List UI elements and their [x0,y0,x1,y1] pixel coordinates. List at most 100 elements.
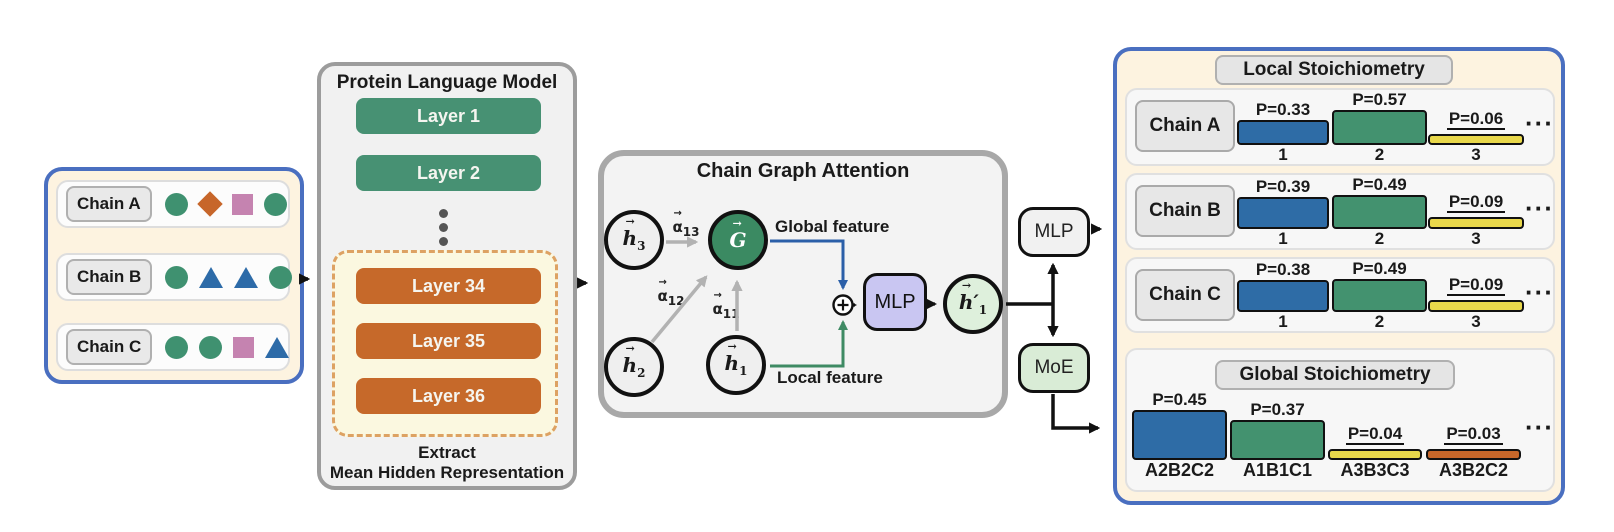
probability-bar [1332,110,1427,145]
count-label: 1 [1278,145,1288,164]
node-g-label: G [729,228,747,252]
chain-b-tag: Chain B [66,259,153,295]
attention-weight-a11: →α11 [712,290,740,321]
vector-arrow: → [727,340,737,353]
probability-label: P=0.49 [1352,175,1407,194]
node-global-g: →G [708,210,768,270]
layer-1-box: Layer 1 [356,98,541,134]
mlp-head-box: MLP [1018,207,1090,257]
count-label: 1 [1278,229,1288,248]
input-chains-panel: Chain A Chain B Chain C [44,167,304,384]
circle-green-icon [199,335,223,359]
vector-arrow: → [658,277,667,288]
protein-language-model-box: Protein Language Model Layer 1 Layer 2 L… [317,62,577,490]
layer-35-box: Layer 35 [356,323,541,359]
probability-label: P=0.09 [1446,275,1506,296]
circle-green-icon [165,265,189,289]
probability-label: P=0.57 [1352,90,1407,109]
chain-graph-attention-box: Chain Graph Attention →h3 →G →h2 →h1 →α1… [598,150,1008,418]
node-h3-label: h [622,226,638,250]
circle-green-icon [165,335,189,359]
prob-bar-group: P=0.49 2 [1332,259,1427,331]
probability-label: P=0.37 [1250,400,1305,419]
node-h1: →h1 [706,335,766,395]
attention-weight-a12: →α12 [657,277,685,308]
node-h2: →h2 [604,337,664,397]
node-h1-prime-label: h [958,290,974,314]
diamond-orange-icon [196,191,223,217]
prob-bar-group: P=0.37 A1B1C1 [1230,350,1325,482]
plm-footer-line2: Mean Hidden Representation [329,463,565,482]
probability-bar [1428,134,1524,145]
stoichiometry-label: A2B2C2 [1144,460,1215,480]
local-stoichiometry-title: Local Stoichiometry [1215,55,1453,85]
vector-arrow: → [732,217,742,230]
ellipsis-dot [439,237,448,246]
square-pink-icon [231,193,253,215]
probability-bar [1237,280,1329,312]
prob-bar-group: P=0.57 2 [1332,90,1427,164]
probability-bar [1332,279,1427,312]
vector-arrow: → [713,290,722,301]
prob-bar-group: P=0.09 3 [1428,259,1524,331]
local-row-chain-b: Chain B P=0.39 1 P=0.49 2 P=0.09 3 ··· [1125,173,1555,250]
probability-label: P=0.03 [1444,424,1503,445]
prob-bar-group: P=0.33 1 [1237,90,1329,164]
node-h2-label: h [622,353,638,377]
chain-c-row-tag: Chain C [1135,269,1235,321]
attention-mlp-box: MLP [863,273,927,331]
plm-footer-line1: Extract [418,443,476,462]
chain-a-residues [164,191,287,217]
probability-label: P=0.04 [1345,424,1405,445]
prob-bar-group: P=0.04 A3B3C3 [1328,350,1422,482]
probability-bar [1426,449,1521,460]
probability-label: P=0.06 [1446,109,1506,130]
global-stoichiometry-box: Global Stoichiometry P=0.45 A2B2C2 P=0.3… [1125,348,1555,492]
stoichiometry-label: A3B2C2 [1438,460,1509,480]
triangle-blue-icon [199,266,224,288]
chain-b-residues [165,265,293,289]
more-ellipsis: ··· [1525,277,1554,307]
prob-bar-group: P=0.45 A2B2C2 [1132,350,1227,482]
probability-bar [1332,195,1427,229]
probability-label: P=0.33 [1255,100,1311,119]
more-ellipsis: ··· [1525,412,1554,442]
vector-arrow: → [625,215,635,228]
chain-a-row-tag: Chain A [1135,100,1235,152]
circle-green-icon [269,265,293,289]
chain-c-tag: Chain C [66,329,153,365]
count-label: 2 [1374,145,1385,164]
prob-bar-group: P=0.38 1 [1237,259,1329,331]
count-label: 3 [1471,312,1481,331]
probability-bar [1237,197,1329,229]
prob-bar-group: P=0.49 2 [1332,175,1427,248]
node-h1-label: h [724,351,740,375]
moe-head-box: MoE [1018,343,1090,393]
global-stoichiometry-title: Global Stoichiometry [1215,360,1455,390]
probability-bar [1328,449,1422,460]
prob-bar-group: P=0.09 3 [1428,175,1524,248]
chain-b-row-tag: Chain B [1135,185,1235,237]
probability-label: P=0.38 [1255,260,1311,279]
layer-2-box: Layer 2 [356,155,541,191]
count-label: 3 [1471,145,1481,164]
vector-arrow: → [961,279,972,292]
stoichiometry-panel: Local Stoichiometry Chain A P=0.33 1 P=0… [1113,47,1565,505]
probability-bar [1428,300,1524,312]
arrow-moe-to-global-panel [1051,394,1101,434]
vector-arrow: → [673,208,682,219]
probability-bar [1132,410,1227,460]
chain-c-residues [165,335,290,359]
count-label: 2 [1374,312,1385,331]
node-h1-prime: →h′1 [943,274,1003,334]
attention-weight-a13: →α13 [672,208,700,239]
prob-bar-group: P=0.03 A3B2C2 [1426,350,1521,482]
chain-row-b: Chain B [56,253,293,301]
count-label: 1 [1278,312,1288,331]
triangle-blue-icon [234,266,259,288]
local-feature-label: Local feature [777,368,883,387]
probability-bar [1230,420,1325,460]
count-label: 3 [1471,229,1481,248]
layer-36-box: Layer 36 [356,378,541,414]
